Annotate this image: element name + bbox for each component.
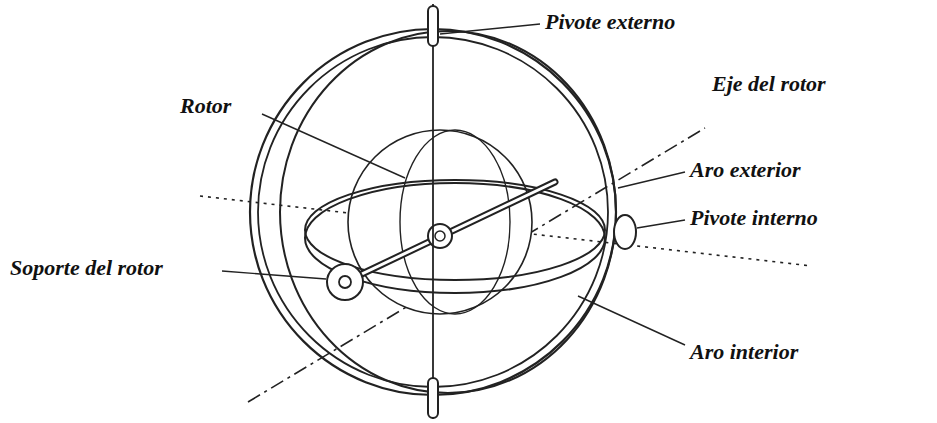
rotor-hub-core [435, 231, 445, 241]
rotor-shaft [345, 182, 555, 282]
part-label: Aro interior [690, 340, 798, 364]
rotor-hub [428, 224, 452, 248]
leader-line [222, 271, 326, 279]
leader-line [637, 220, 685, 228]
rotor-support-hole [339, 276, 351, 288]
leader-line [440, 24, 540, 34]
rotor-axis [248, 128, 705, 402]
part-label: Aro exterior [690, 158, 801, 182]
rotor-support [327, 264, 363, 300]
rotor-rim [400, 130, 510, 314]
part-label: Soporte del rotor [10, 256, 163, 280]
outer-pivot-bottom [428, 378, 438, 418]
part-label: Rotor [180, 94, 231, 118]
leader-line [618, 172, 685, 188]
leader-line [578, 296, 685, 345]
inner-pivot [614, 215, 636, 249]
rotor-disc [348, 130, 532, 314]
part-label: Eje del rotor [712, 72, 826, 96]
rotor-shaft-core [345, 182, 555, 282]
part-label: Pivote externo [545, 10, 675, 34]
outer-pivot-top [428, 6, 438, 46]
part-label: Pivote interno [690, 206, 818, 230]
leader-line [262, 114, 405, 178]
vertical-axis [432, 4, 434, 419]
